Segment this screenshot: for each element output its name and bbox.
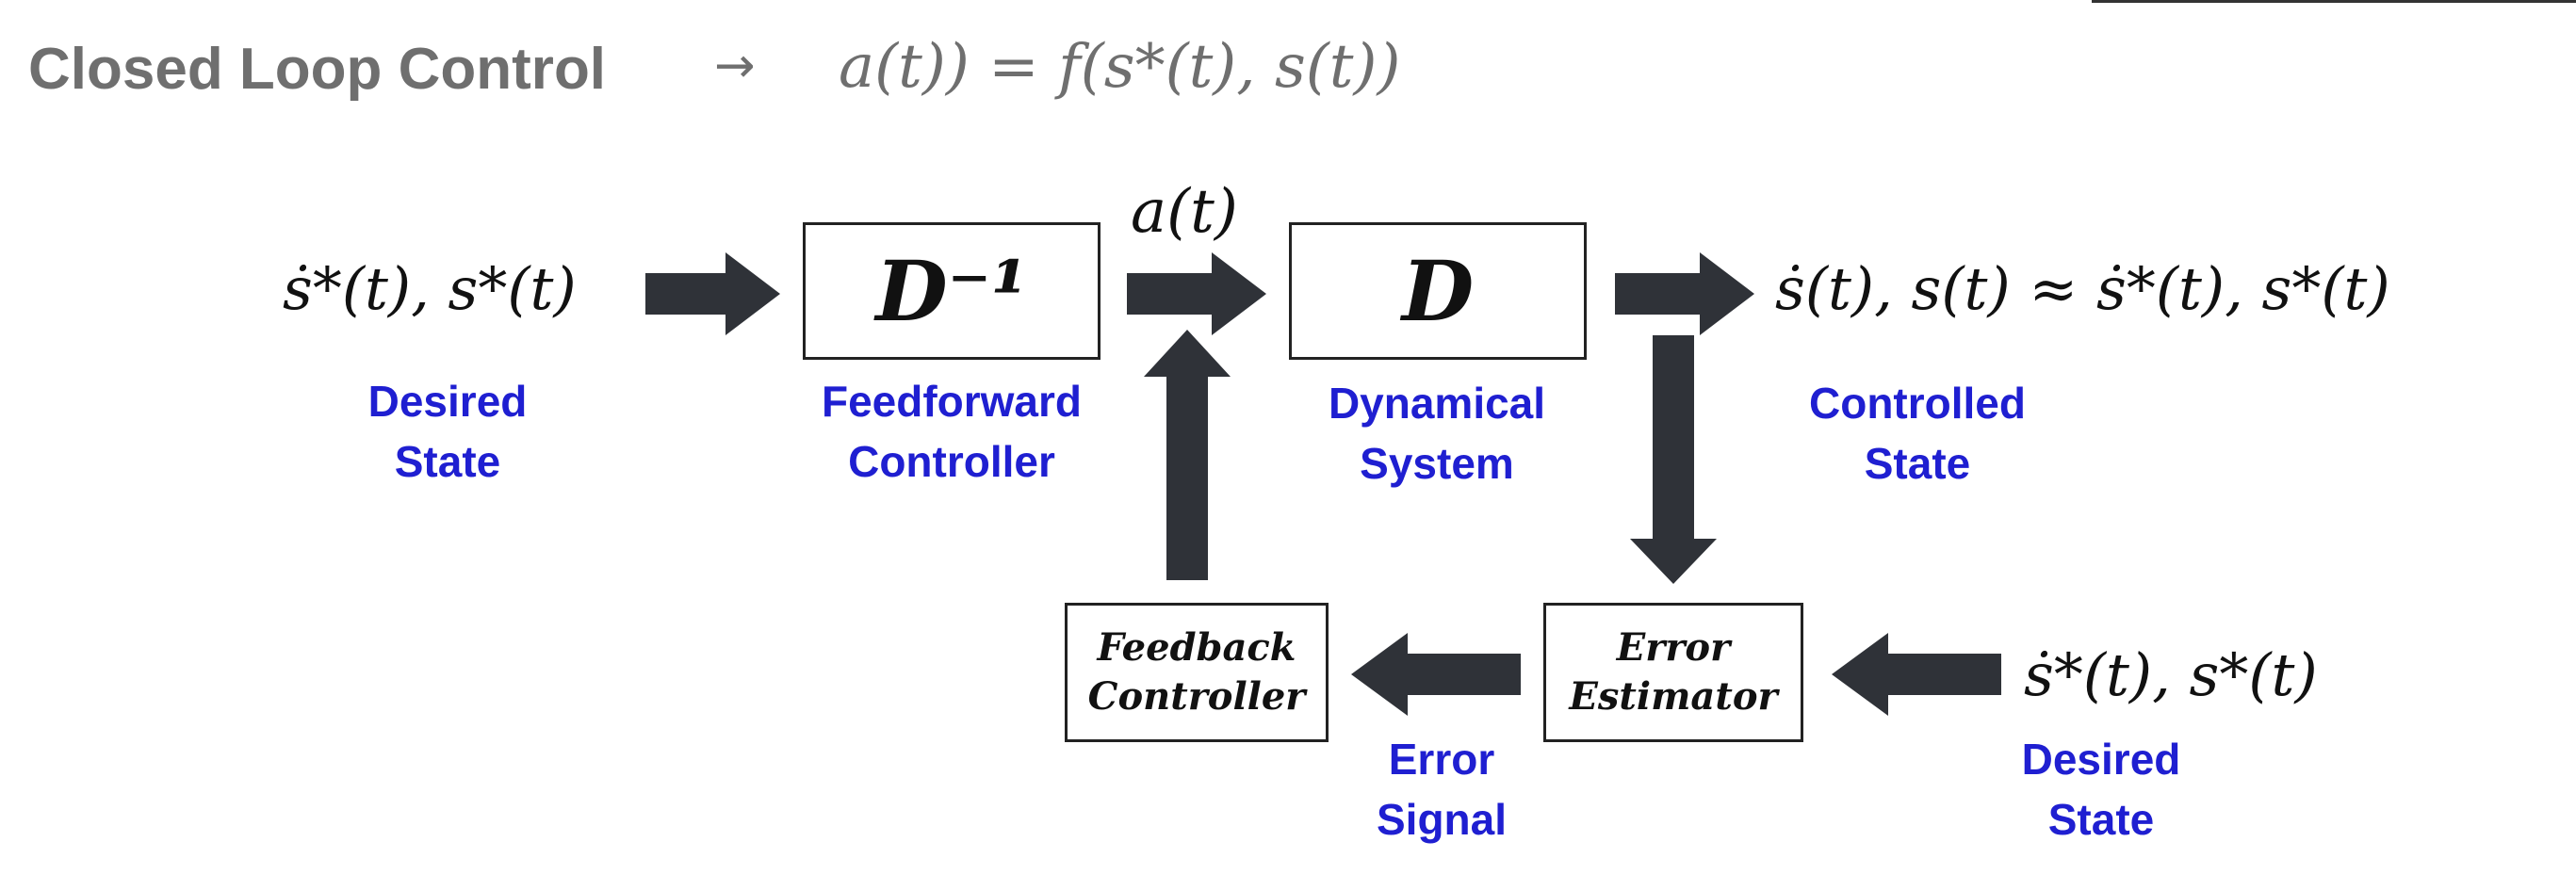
label-error-signal-line2: Signal [1376,795,1508,844]
label-error-signal: Error Signal [1314,729,1569,850]
dynamical-system-block: D [1289,222,1587,360]
controlled-state-math: ṡ(t), s(t) ≈ ṡ*(t), s*(t) [1775,254,2390,323]
label-desired-bottom-line1: Desired [2021,735,2181,784]
error-estimator-line2: Estimator [1569,674,1778,719]
label-feedforward-line1: Feedforward [821,377,1083,426]
label-dynamical-line1: Dynamical [1328,379,1546,428]
label-feedforward-controller: Feedforward Controller [782,371,1121,492]
action-signal-math: a(t) [1131,177,1238,247]
label-desired-top-line1: Desired [367,377,528,426]
label-dynamical-line2: System [1360,439,1514,488]
arrow-desired-to-error-estimator [1832,633,2001,716]
error-estimator-line1: Error [1616,625,1731,670]
label-desired-bottom-line2: State [2047,795,2155,844]
label-controlled-line1: Controlled [1809,379,2026,428]
feedback-controller-block: Feedback Controller [1065,603,1329,742]
arrow-desired-to-feedforward [645,252,780,335]
label-controlled-state: Controlled State [1762,373,2073,494]
arrow-feedforward-to-system [1127,252,1266,335]
label-desired-state-bottom: Desired State [1960,729,2242,850]
feedback-controller-line1: Feedback [1097,625,1296,670]
label-desired-state-top: Desired State [311,371,584,492]
label-error-signal-line1: Error [1388,735,1495,784]
desired-state-top-math: ṡ*(t), s*(t) [283,254,577,323]
top-edge-line [2092,0,2576,3]
error-estimator-block: Error Estimator [1543,603,1803,742]
feedback-controller-line2: Controller [1087,674,1306,719]
control-law-formula: a(t)) = f(s*(t), s(t)) [839,32,1401,102]
desired-state-bottom-math: ṡ*(t), s*(t) [2024,640,2318,709]
arrow-output-to-error-estimator [1630,335,1717,584]
label-controlled-line2: State [1864,439,1971,488]
label-dynamical-system: Dynamical System [1281,373,1592,494]
arrow-error-to-feedback [1351,633,1521,716]
arrow-feedback-to-junction [1144,330,1231,580]
feedforward-controller-block: D⁻¹ [803,222,1101,360]
label-desired-top-line2: State [394,437,501,486]
page-title: Closed Loop Control [28,37,607,102]
implies-arrow: → [714,38,756,94]
label-feedforward-line2: Controller [848,437,1055,486]
arrow-system-to-output [1615,252,1754,335]
